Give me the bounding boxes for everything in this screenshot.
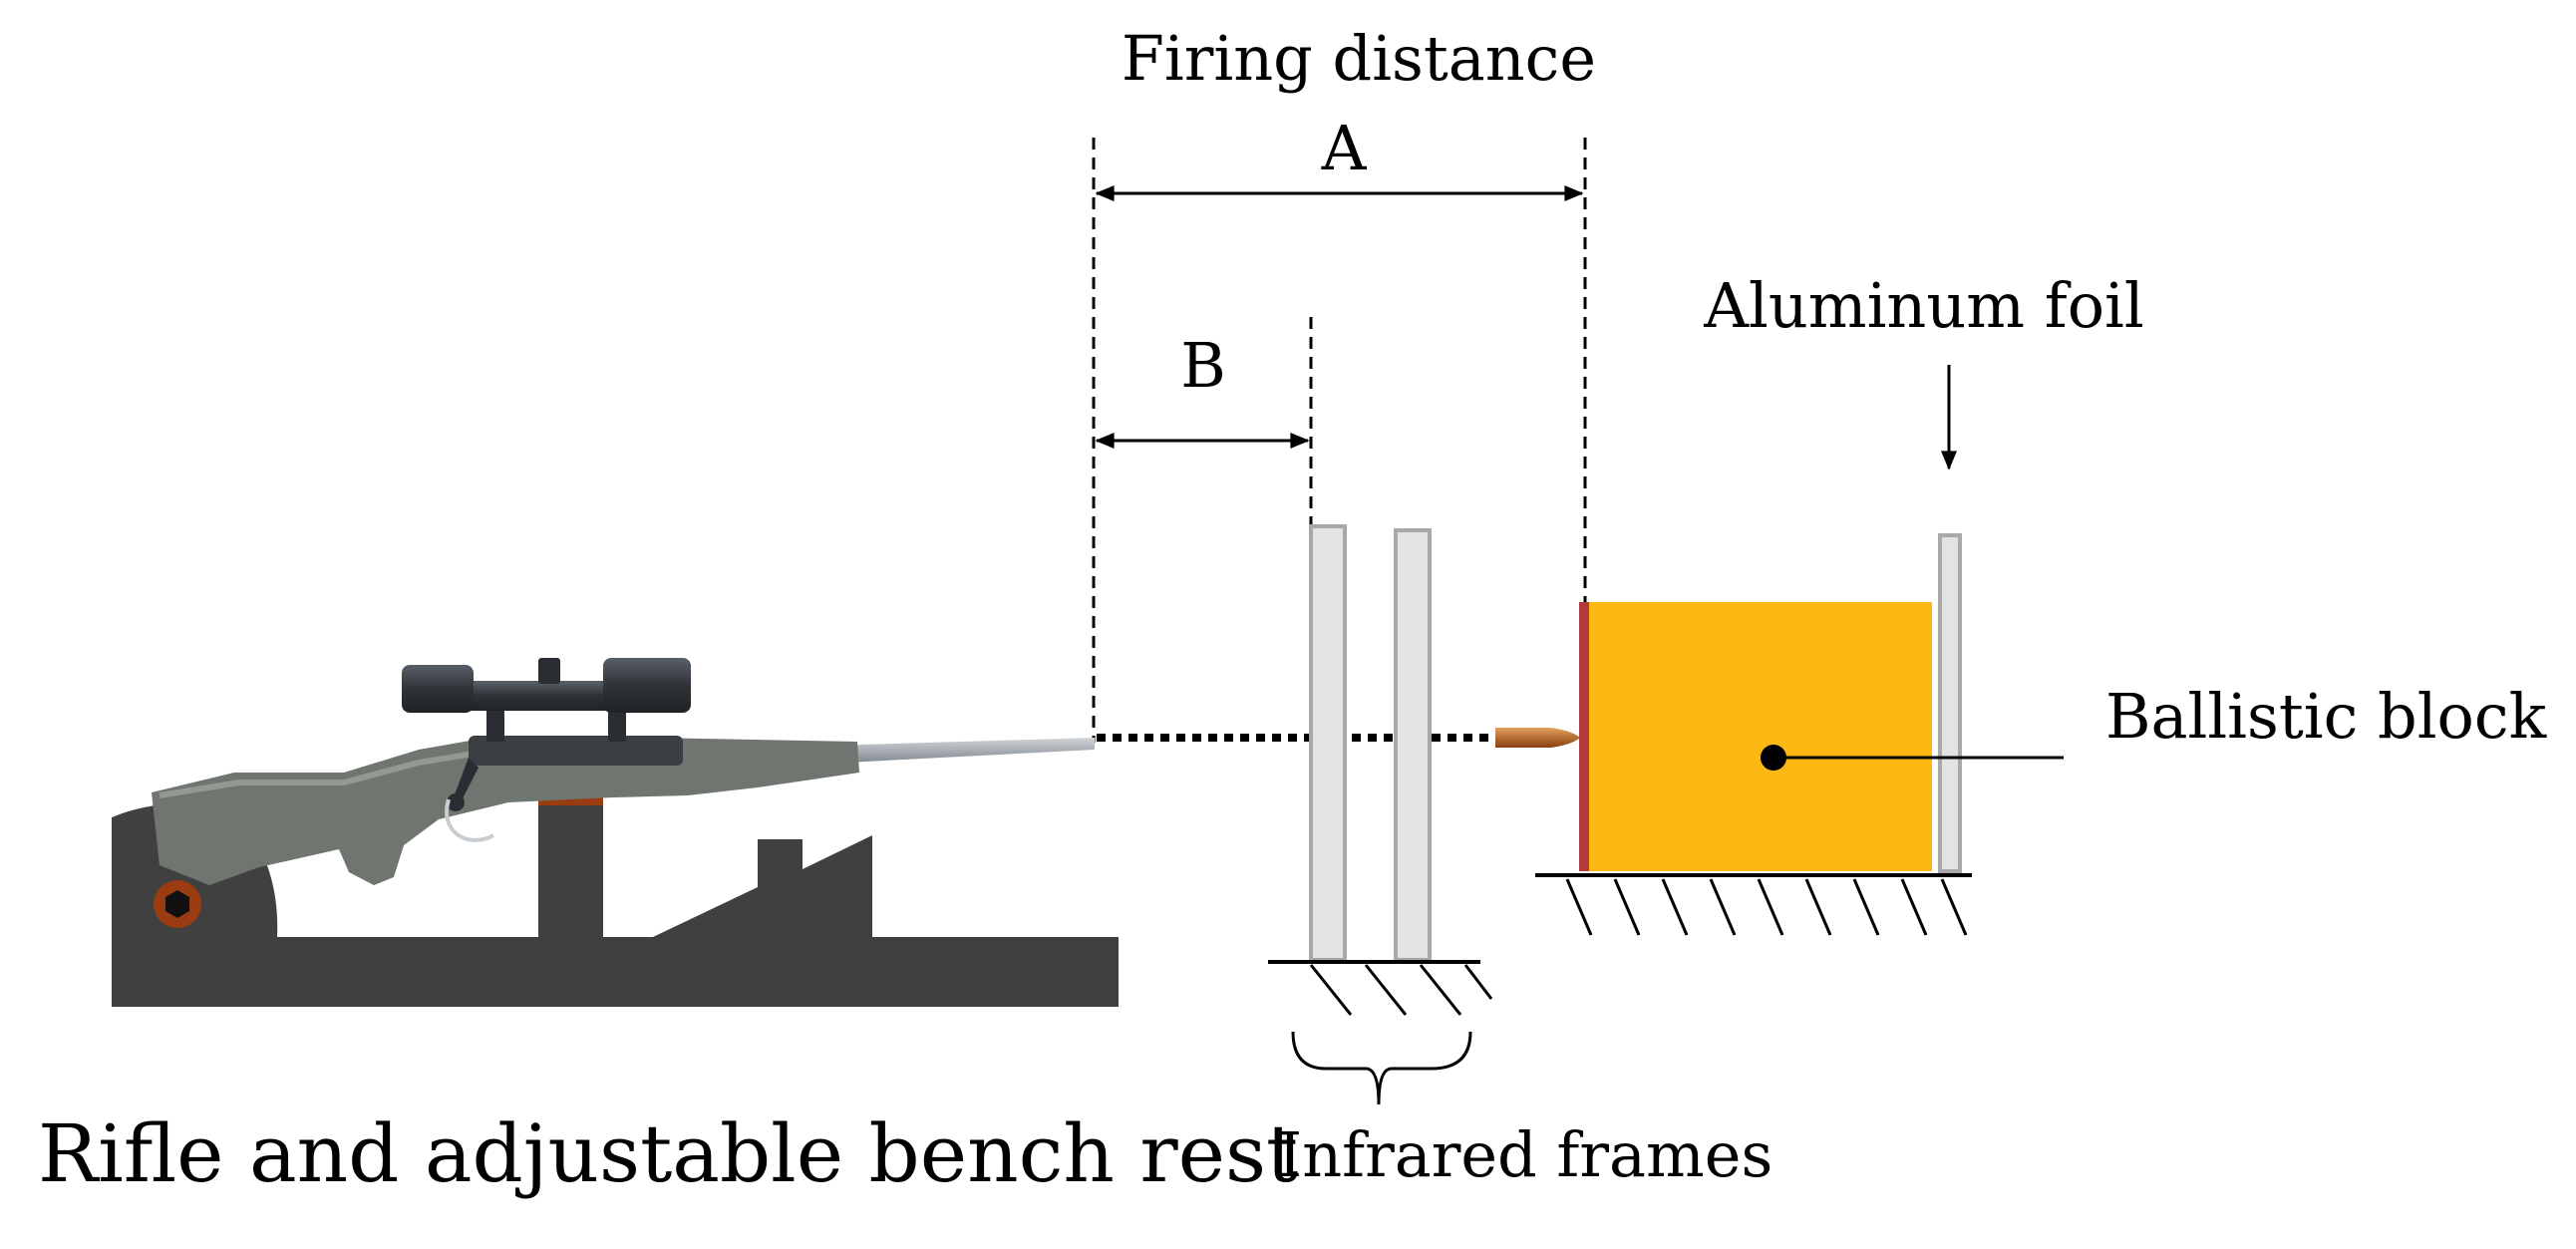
aluminum-foil-plate bbox=[1938, 533, 1962, 873]
firing-distance-label: Firing distance bbox=[1122, 22, 1596, 95]
frames-ground-hatching bbox=[1309, 964, 1493, 1016]
infrared-frame-2 bbox=[1394, 528, 1432, 962]
infrared-frames-label: Infrared frames bbox=[1278, 1118, 1773, 1191]
scope-mount-front bbox=[608, 710, 626, 742]
bench-rest-body bbox=[112, 758, 1119, 1007]
rest-knob-hex-icon bbox=[165, 890, 189, 918]
scope-tube bbox=[459, 681, 618, 711]
scope-turret bbox=[538, 658, 560, 684]
dimension-a-label: A bbox=[1321, 112, 1368, 184]
aluminum-foil-label: Aluminum foil bbox=[1703, 269, 2143, 342]
bullet-icon bbox=[1495, 728, 1580, 748]
ballistic-block-assembly bbox=[1535, 365, 2064, 936]
scope-objective bbox=[603, 658, 691, 713]
scope-eyepiece bbox=[402, 665, 474, 713]
scope-mount-rear bbox=[486, 710, 504, 742]
block-ground-hatching bbox=[1565, 878, 1968, 936]
infrared-frame-1 bbox=[1309, 524, 1347, 962]
rifle-bolt-knob bbox=[447, 793, 465, 811]
dimension-lines bbox=[1092, 138, 1587, 743]
rifle-bolt-handle bbox=[454, 758, 479, 802]
ballistic-block-label: Ballistic block bbox=[2105, 680, 2547, 753]
rifle-stock bbox=[152, 736, 859, 885]
infrared-frames-brace bbox=[1291, 1031, 1472, 1105]
rifle-receiver bbox=[469, 736, 683, 766]
infrared-frames bbox=[1268, 524, 1493, 1105]
block-front-face bbox=[1579, 602, 1589, 871]
dimension-b-label: B bbox=[1180, 329, 1226, 402]
ballistic-block bbox=[1583, 602, 1932, 871]
rifle-rest-label: Rifle and adjustable bench rest bbox=[38, 1107, 1298, 1200]
rifle-icon bbox=[152, 658, 1095, 885]
rifle-barrel bbox=[827, 738, 1095, 764]
rifle-trigger-guard bbox=[445, 798, 494, 842]
